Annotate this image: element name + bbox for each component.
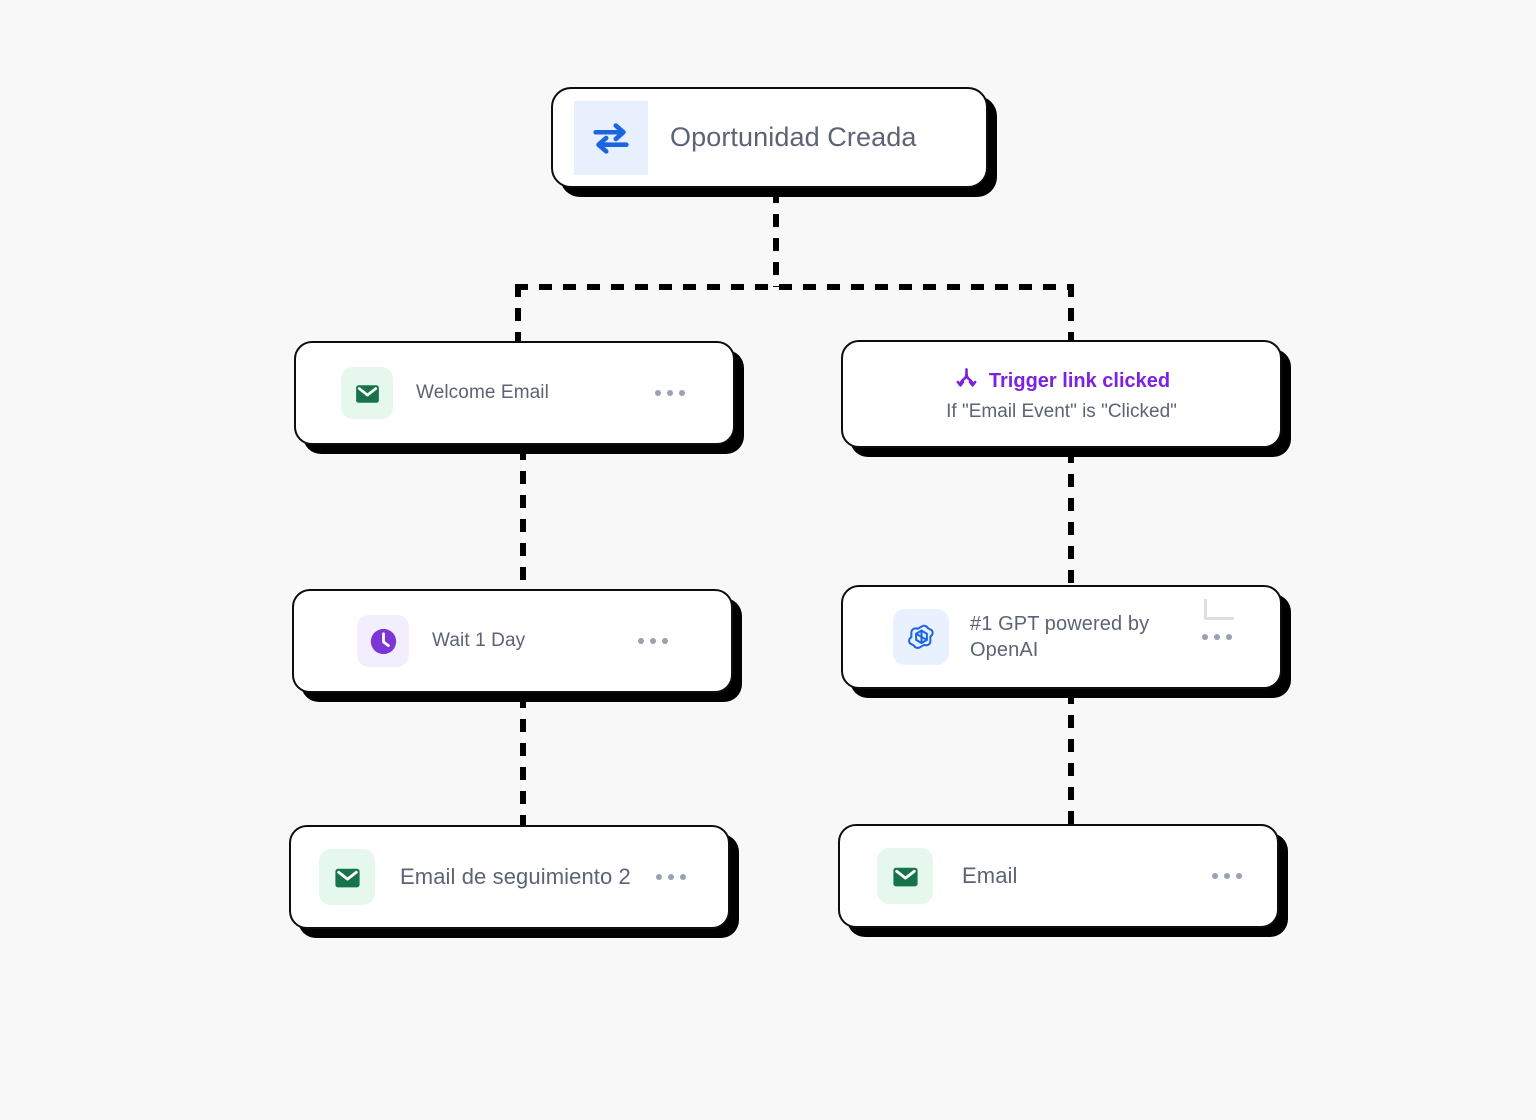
- node-title: Email: [962, 863, 1018, 888]
- node-subtitle: If "Email Event" is "Clicked": [946, 400, 1177, 422]
- resize-corner-icon[interactable]: [1204, 599, 1234, 620]
- envelope-icon: [877, 848, 933, 904]
- node-welcome-email[interactable]: Welcome Email: [294, 341, 735, 445]
- node-title: Trigger link clicked: [988, 370, 1171, 392]
- node-gpt-powered-by-openai[interactable]: #1 GPT powered by OpenAI: [841, 585, 1282, 689]
- node-title: Welcome Email: [416, 382, 549, 403]
- node-trigger-oportunidad-creada[interactable]: Oportunidad Creada: [551, 87, 988, 188]
- more-options-icon[interactable]: [638, 638, 668, 644]
- more-options-icon[interactable]: [656, 874, 686, 880]
- more-options-icon[interactable]: [1212, 873, 1242, 879]
- node-title: Oportunidad Creada: [670, 122, 917, 152]
- more-options-icon[interactable]: [1202, 634, 1232, 640]
- node-wait-1-day[interactable]: Wait 1 Day: [292, 589, 733, 693]
- node-title: #1 GPT powered by OpenAI: [970, 613, 1150, 661]
- openai-logo-icon: [893, 609, 949, 665]
- node-title: Wait 1 Day: [432, 630, 526, 651]
- more-options-icon[interactable]: [655, 390, 685, 396]
- node-trigger-link-clicked[interactable]: Trigger link clicked If "Email Event" is…: [841, 340, 1282, 448]
- node-email[interactable]: Email: [838, 824, 1279, 928]
- envelope-icon: [319, 849, 375, 905]
- clock-icon: [357, 615, 409, 667]
- envelope-icon: [341, 367, 393, 419]
- branch-fork-icon: [953, 366, 980, 398]
- node-email-de-seguimiento-2[interactable]: Email de seguimiento 2: [289, 825, 730, 929]
- node-title: Email de seguimiento 2: [400, 864, 631, 889]
- branch-title-row: Trigger link clicked: [953, 366, 1170, 398]
- swap-arrows-icon: [574, 100, 648, 175]
